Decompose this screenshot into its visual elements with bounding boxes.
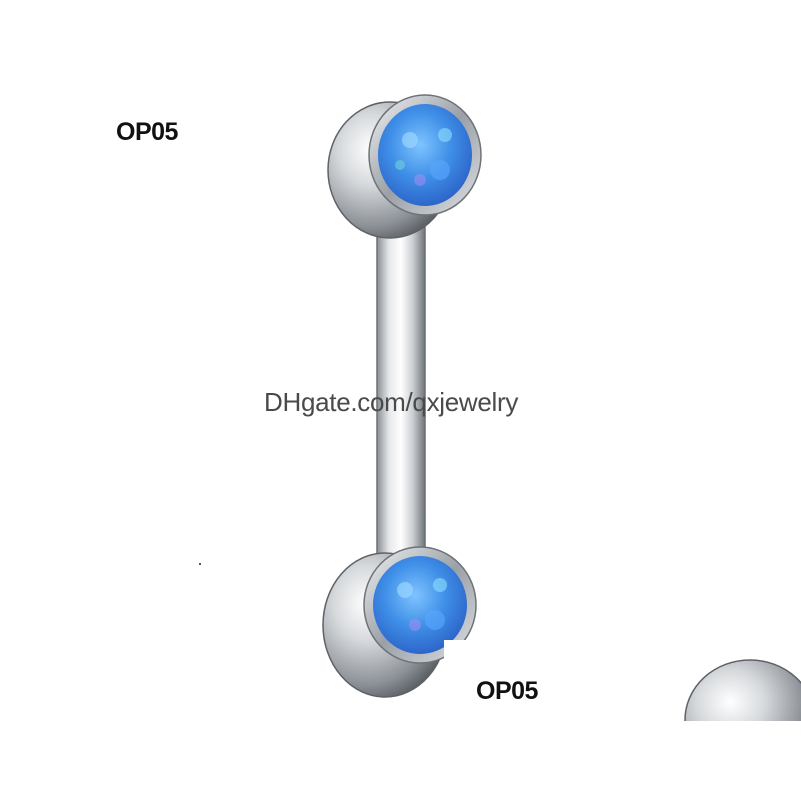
top-ball xyxy=(327,94,482,239)
watermark-text: DHgate.com/qxjewelry xyxy=(264,387,519,417)
stray-dot xyxy=(199,563,201,565)
product-code-label-bottom: OP05 xyxy=(476,677,538,705)
top-opal-gem xyxy=(378,104,472,206)
white-overlay-patch xyxy=(444,640,524,740)
bottom-ball xyxy=(322,546,477,698)
product-code-label-top: OP05 xyxy=(116,118,178,146)
barbell-bar xyxy=(376,214,426,561)
